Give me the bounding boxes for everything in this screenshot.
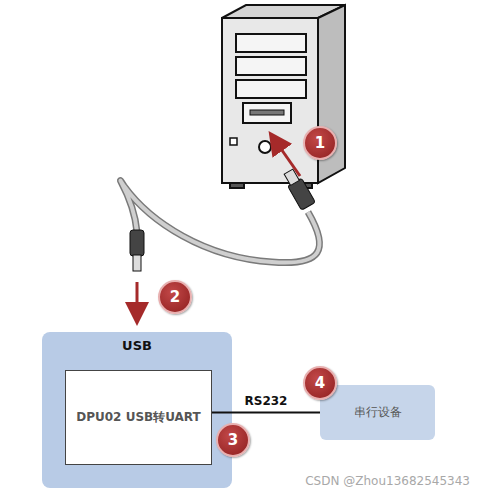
callout-number: 3 <box>216 423 250 457</box>
serial-link <box>212 412 320 414</box>
computer-tower <box>222 5 345 188</box>
usb-cable <box>120 168 319 271</box>
watermark: CSDN @Zhou13682545343 <box>305 474 470 488</box>
callout-number: 1 <box>303 126 337 160</box>
converter-box: DPU02 USB转UART <box>65 370 212 465</box>
node-label: 串行设备 <box>354 404 402 421</box>
node-label: DPU02 USB转UART <box>76 409 200 426</box>
callout-number: 4 <box>303 366 337 400</box>
serial-device-box: 串行设备 <box>320 385 435 440</box>
callout-number: 2 <box>158 280 192 314</box>
node-label: USB <box>122 338 152 353</box>
link-label: RS232 <box>245 394 288 408</box>
plug-arrow <box>272 136 300 176</box>
plug-arrow <box>136 282 139 320</box>
usb-module-box: USB DPU02 USB转UART <box>42 332 232 488</box>
